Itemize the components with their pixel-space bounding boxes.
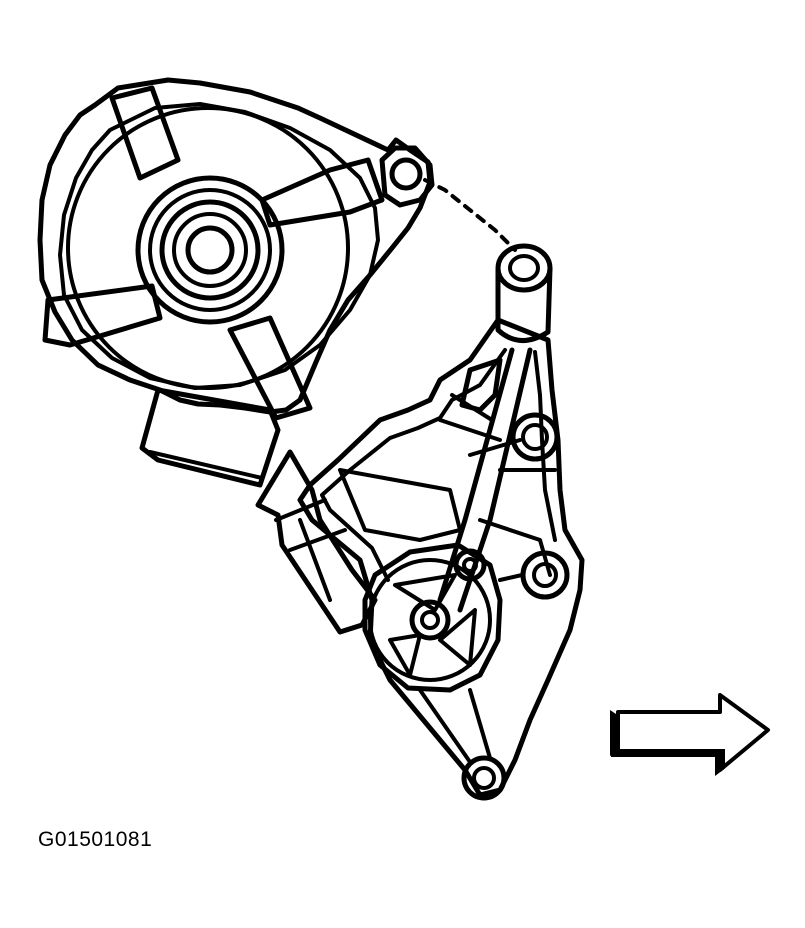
motor-assembly [37,77,435,488]
regulator-bracket [255,243,585,801]
dashed-link-line [423,178,517,252]
motor-housing [37,77,433,415]
arrow-icon [610,693,770,776]
figure-code: G01501081 [38,828,153,851]
connector-block [255,449,378,635]
gearbox-block [139,387,281,488]
bracket-frame [297,317,585,798]
